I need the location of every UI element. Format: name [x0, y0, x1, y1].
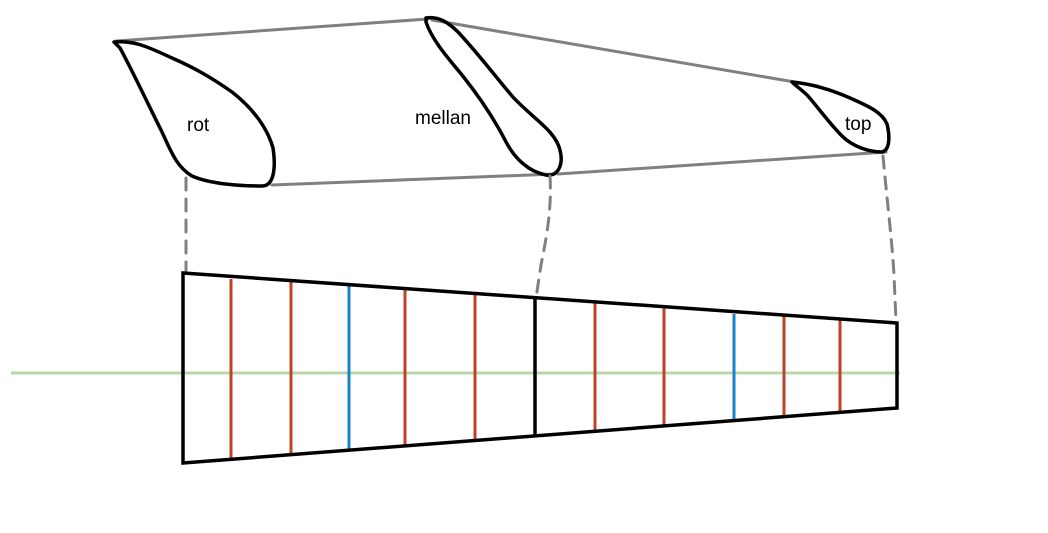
leading-edge-line-mid-tip	[430, 18, 820, 88]
projection-lines	[184, 154, 898, 324]
highlight-rib-lines	[347, 286, 736, 451]
section-connectors	[114, 17, 888, 187]
planform-outline	[181, 271, 899, 465]
rib-lines	[229, 279, 842, 460]
projection-line-middle	[534, 174, 552, 300]
label-tip: top	[845, 114, 871, 135]
wing-planform	[181, 271, 899, 465]
projection-line-tip	[881, 154, 898, 324]
leading-edge-line-root-mid	[114, 17, 430, 43]
airfoil-sections	[112, 15, 891, 188]
trailing-edge-line-root-mid	[270, 172, 557, 187]
airfoil-tip	[790, 80, 891, 154]
label-root: rot	[187, 115, 210, 136]
airfoil-root	[112, 39, 276, 188]
airfoil-middle	[424, 15, 563, 177]
label-middle: mellan	[415, 108, 471, 129]
trailing-edge-line-mid-tip	[556, 150, 888, 176]
